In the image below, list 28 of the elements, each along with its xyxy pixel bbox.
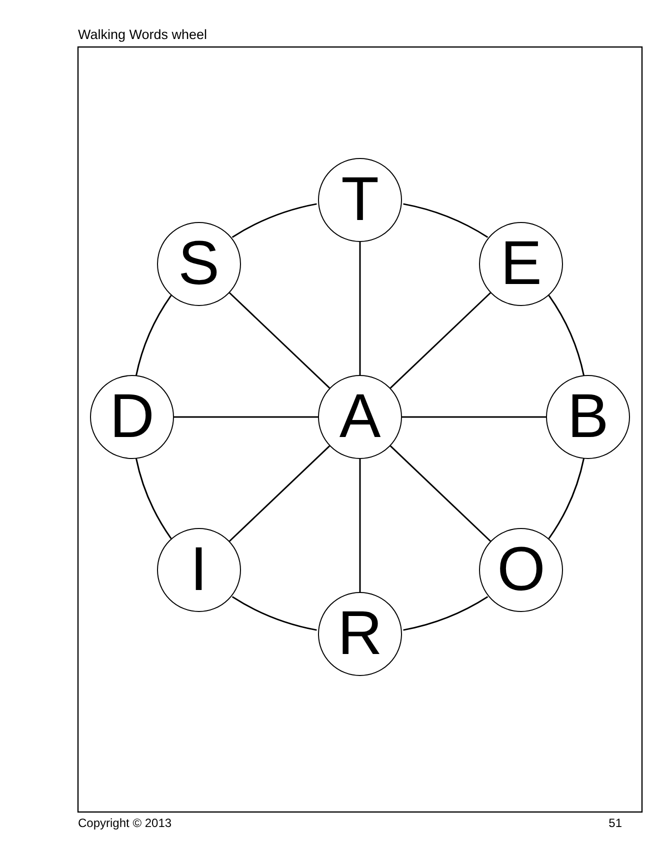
spoke-line	[174, 416, 318, 418]
ring-arc	[548, 295, 585, 376]
ring-arc	[548, 458, 585, 539]
copyright-note: Copyright © 2013	[78, 816, 172, 830]
letter: D	[110, 386, 154, 448]
letter: O	[497, 539, 546, 602]
ring-arc	[232, 203, 317, 238]
ring-arc	[403, 203, 488, 238]
spoke-line	[390, 445, 492, 542]
letter: S	[178, 232, 220, 295]
letter: T	[341, 169, 379, 231]
spoke-line	[402, 416, 546, 418]
ring-arc	[135, 295, 172, 376]
page-number: 51	[608, 816, 622, 830]
spoke-line	[359, 459, 361, 592]
letter: E	[500, 232, 542, 295]
ring-arc	[403, 596, 488, 631]
letter: I	[190, 539, 208, 602]
letter: A	[339, 386, 381, 448]
spoke-line	[228, 292, 330, 389]
ring-arc	[135, 458, 172, 539]
ring-arc	[232, 596, 317, 631]
letter: B	[567, 386, 609, 448]
title: Walking Words wheel	[78, 27, 208, 42]
spoke-line	[359, 242, 361, 375]
spoke-line	[390, 292, 492, 389]
spoke-line	[228, 445, 330, 542]
letter: R	[338, 603, 382, 665]
